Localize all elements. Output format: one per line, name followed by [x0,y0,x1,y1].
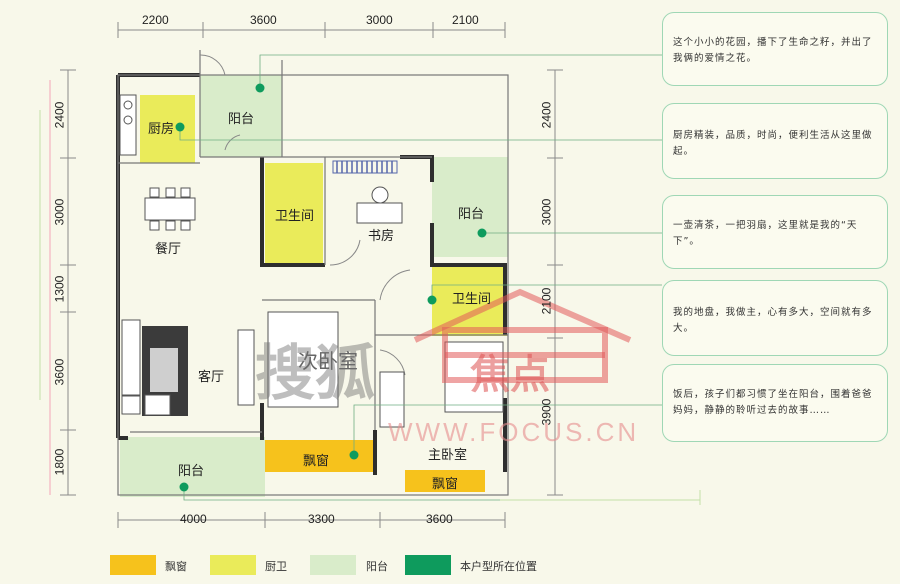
legend-swatch-balcony [310,555,356,575]
room-dining: 餐厅 [155,242,182,257]
legend-label-kitchen-bath: 厨卫 [265,560,287,573]
legend-label-bay-window: 飘窗 [165,560,187,573]
watermark-text: 搜狐 [255,339,375,409]
room-balcony-top: 阳台 [228,112,255,127]
dim-bottom-2: 3300 [308,512,335,526]
dim-left-4: 3600 [52,358,67,386]
room-balcony-bottom: 阳台 [178,464,205,479]
dim-left-5: 1800 [52,448,67,476]
room-kitchen: 厨房 [148,122,175,137]
room-bath-2: 卫生间 [452,292,492,307]
dim-bottom-1: 4000 [180,512,207,526]
legend-label-balcony: 阳台 [366,560,388,573]
dim-top-4: 2100 [452,13,479,27]
dim-top-1: 2200 [142,13,169,27]
dim-left-3: 1300 [52,275,67,303]
dim-left-2: 3000 [52,198,67,226]
note-card-1: 这个小小的花园，播下了生命之籽，并出了我俩的爱情之花。 [662,12,888,86]
dim-bottom-3: 3600 [426,512,453,526]
legend-swatch-bay-window [110,555,156,575]
note-card-4: 我的地盘，我做主，心有多大，空间就有多大。 [662,280,888,356]
dim-right-1: 2400 [539,101,554,129]
note-card-5: 饭后，孩子们都习惯了坐在阳台，围着爸爸妈妈，静静的聆听过去的故事…… [662,364,888,442]
note-card-3: 一壶清茶，一把羽扇，这里就是我的“天下”。 [662,195,888,269]
dim-right-3: 2100 [539,287,554,315]
watermark-brand: 焦点 [470,351,550,398]
watermark-url: WWW.FOCUS.CN [388,417,640,447]
dim-right-2: 3000 [539,198,554,226]
room-balcony-right: 阳台 [458,207,485,222]
room-study: 书房 [368,229,395,244]
legend-swatch-unit-location [405,555,451,575]
room-bath-1: 卫生间 [275,209,315,224]
room-bay-window-2: 飘窗 [432,477,459,492]
note-card-2: 厨房精装，品质，时尚，便利生活从这里做起。 [662,103,888,179]
room-master-bedroom: 主卧室 [428,448,468,463]
dim-top-3: 3000 [366,13,393,27]
room-bay-window-1: 飘窗 [303,454,330,469]
room-living: 客厅 [198,370,225,385]
legend-label-unit-location: 本户型所在位置 [460,560,537,573]
dim-left-1: 2400 [52,101,67,129]
room-second-bedroom: 次卧室 [298,349,358,373]
legend-swatch-kitchen-bath [210,555,256,575]
dim-top-2: 3600 [250,13,277,27]
